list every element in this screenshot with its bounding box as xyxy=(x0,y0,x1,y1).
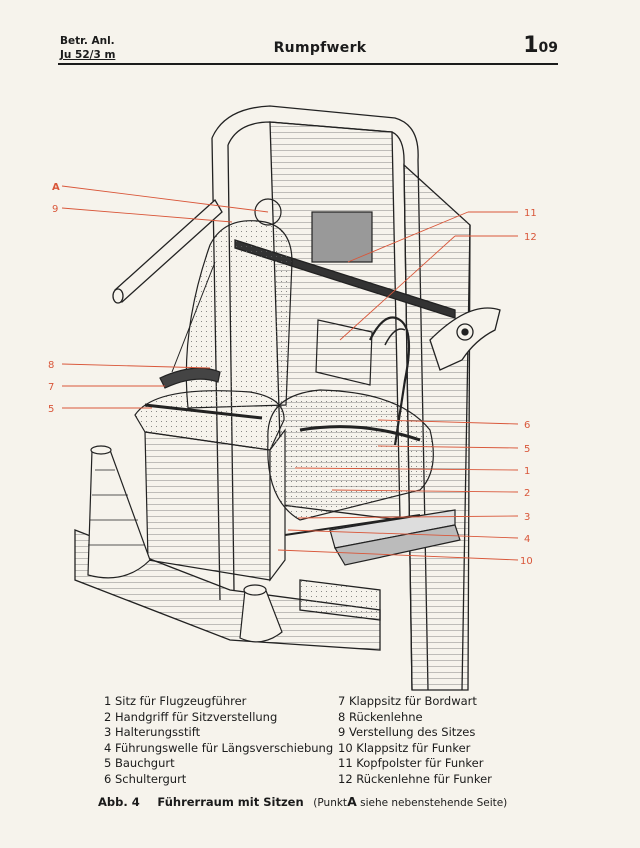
legend-item: 8 Rückenlehne xyxy=(338,709,423,724)
page-number: 109 xyxy=(523,33,558,58)
legend-right-column: 7 Klappsitz für Bordwart 8 Rückenlehne 9… xyxy=(338,694,492,787)
callout-12: 12 xyxy=(524,232,537,243)
legend-item: 4 Führungswelle für Längsverschiebung xyxy=(104,740,334,755)
rudder-pedal-boots xyxy=(87,445,283,643)
section-title: Rumpfwerk xyxy=(273,40,367,56)
page-number-main: 1 xyxy=(523,33,539,58)
figure-caption: Abb. 4 Führerraum mit Sitzen (PunktA sie… xyxy=(98,794,507,809)
callout-10: 10 xyxy=(520,556,533,567)
document-reference-line-1: Betr. Anl. xyxy=(60,35,115,47)
document-reference-line-2: Ju 52/3 m xyxy=(60,49,116,61)
point-a-circle xyxy=(254,198,282,226)
callout-4: 4 xyxy=(524,534,530,545)
pilot-seat xyxy=(134,220,293,582)
callout-5-right: 5 xyxy=(524,444,530,455)
figure-title: Führerraum mit Sitzen xyxy=(157,795,304,809)
callout-6: 6 xyxy=(524,420,530,431)
legend-item: 5 Bauchgurt xyxy=(104,756,175,770)
legend-item: 6 Schultergurt xyxy=(104,771,187,786)
figure-note-suffix: siehe nebenstehende Seite) xyxy=(360,797,508,809)
legend-item: 9 Verstellung des Sitzes xyxy=(338,725,476,739)
figure-note-prefix: (Punkt xyxy=(313,797,348,809)
header-rule xyxy=(58,63,558,65)
figure-note-point: A xyxy=(347,794,357,809)
legend-item: 2 Handgriff für Sitzverstellung xyxy=(104,709,278,724)
callout-3: 3 xyxy=(524,512,530,523)
callout-11: 11 xyxy=(524,208,537,219)
callout-5-left: 5 xyxy=(48,404,54,415)
callout-8: 8 xyxy=(48,360,54,371)
leader-lines xyxy=(61,185,519,561)
callouts-right: 11 12 6 5 1 2 3 4 10 xyxy=(520,208,537,567)
callout-A: A xyxy=(52,182,60,193)
legend-left-column: 1 Sitz für Flugzeugführer 2 Handgriff fü… xyxy=(104,694,333,787)
callout-2: 2 xyxy=(524,488,530,499)
legend-item: 3 Halterungsstift xyxy=(104,725,201,739)
document-reference: Betr. Anl. Ju 52/3 m xyxy=(60,34,115,62)
callouts-left: A 9 8 7 5 xyxy=(48,182,60,415)
legend-item: 7 Klappsitz für Bordwart xyxy=(338,694,477,708)
page-number-sub: 09 xyxy=(538,40,558,56)
figure-label: Abb. 4 xyxy=(98,795,140,809)
figure-note: (PunktA siehe nebenstehende Seite) xyxy=(313,794,508,809)
callout-9: 9 xyxy=(52,204,58,215)
legend-item: 12 Rückenlehne für Funker xyxy=(338,771,492,786)
cockpit-frame xyxy=(74,105,501,691)
callout-7: 7 xyxy=(48,382,54,393)
legend-item: 10 Klappsitz für Funker xyxy=(338,740,471,755)
callout-1: 1 xyxy=(524,466,530,477)
legend-item: 11 Kopfpolster für Funker xyxy=(338,756,484,770)
legend-item: 1 Sitz für Flugzeugführer xyxy=(104,694,247,708)
